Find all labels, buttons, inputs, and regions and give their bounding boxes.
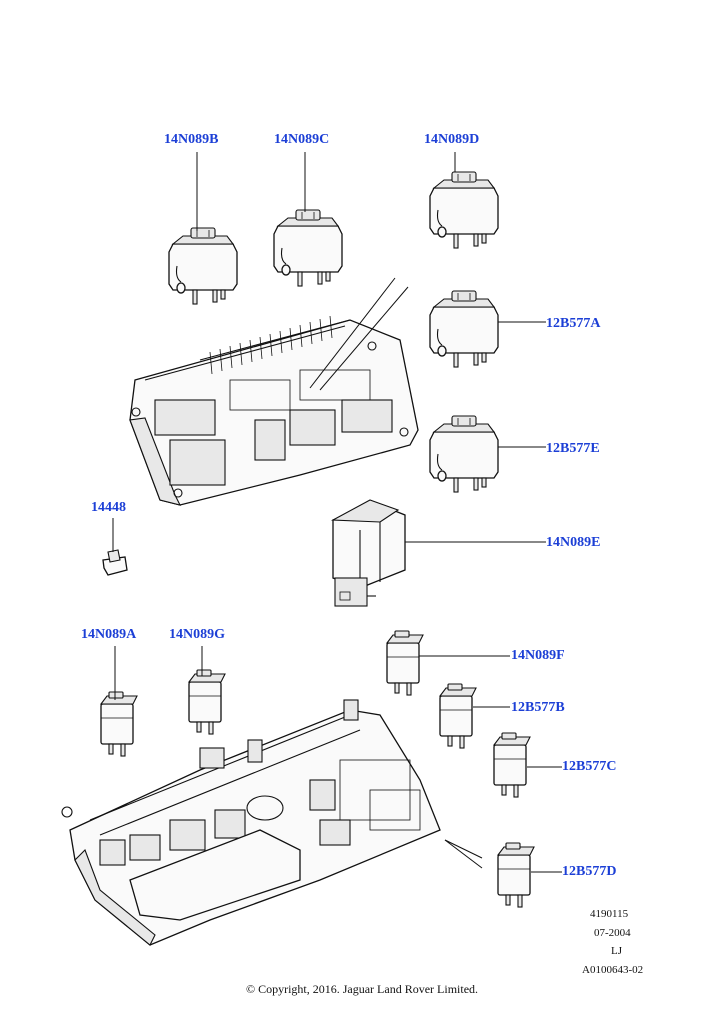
copyright-notice: © Copyright, 2016. Jaguar Land Rover Lim… xyxy=(245,982,479,996)
callout-14n089e[interactable]: 14N089E xyxy=(546,535,601,550)
drawing-code: A0100643-02 xyxy=(582,964,644,976)
relay-14n089f[interactable] xyxy=(386,630,424,696)
callout-14n089c[interactable]: 14N089C xyxy=(274,132,330,147)
callout-14n089a[interactable]: 14N089A xyxy=(81,627,137,642)
callout-14448[interactable]: 14448 xyxy=(91,500,126,515)
callout-12b577b[interactable]: 12B577B xyxy=(511,700,565,715)
relay-12b577c[interactable] xyxy=(493,732,531,798)
relay-14n089c[interactable] xyxy=(273,209,343,287)
callout-14n089d[interactable]: 14N089D xyxy=(424,132,480,147)
relay-14n089g[interactable] xyxy=(188,669,226,735)
callout-12b577a[interactable]: 12B577A xyxy=(546,316,601,331)
relay-14n089e[interactable] xyxy=(330,499,406,607)
relay-12b577e[interactable] xyxy=(429,415,499,493)
callout-12b577c[interactable]: 12B577C xyxy=(562,759,617,774)
lower-fuse-box xyxy=(61,699,441,946)
upper-fuse-box xyxy=(129,315,419,506)
callout-14n089g[interactable]: 14N089G xyxy=(169,627,225,642)
clip-14448[interactable] xyxy=(102,549,128,576)
callout-14n089b[interactable]: 14N089B xyxy=(164,132,219,147)
drawing-initials: LJ xyxy=(611,945,622,957)
relay-14n089b[interactable] xyxy=(168,227,238,305)
relay-12b577a[interactable] xyxy=(429,290,499,368)
callout-12b577d[interactable]: 12B577D xyxy=(562,864,617,879)
relay-14n089a[interactable] xyxy=(100,691,138,757)
relay-14n089d[interactable] xyxy=(429,171,499,249)
relay-12b577b[interactable] xyxy=(439,683,477,749)
relay-12b577d[interactable] xyxy=(497,842,535,908)
leader-lines xyxy=(112,152,562,873)
drawing-date: 07-2004 xyxy=(594,927,631,939)
callout-14n089f[interactable]: 14N089F xyxy=(511,648,565,663)
callout-12b577e[interactable]: 12B577E xyxy=(546,441,600,456)
ref-number: 4190115 xyxy=(590,908,629,920)
